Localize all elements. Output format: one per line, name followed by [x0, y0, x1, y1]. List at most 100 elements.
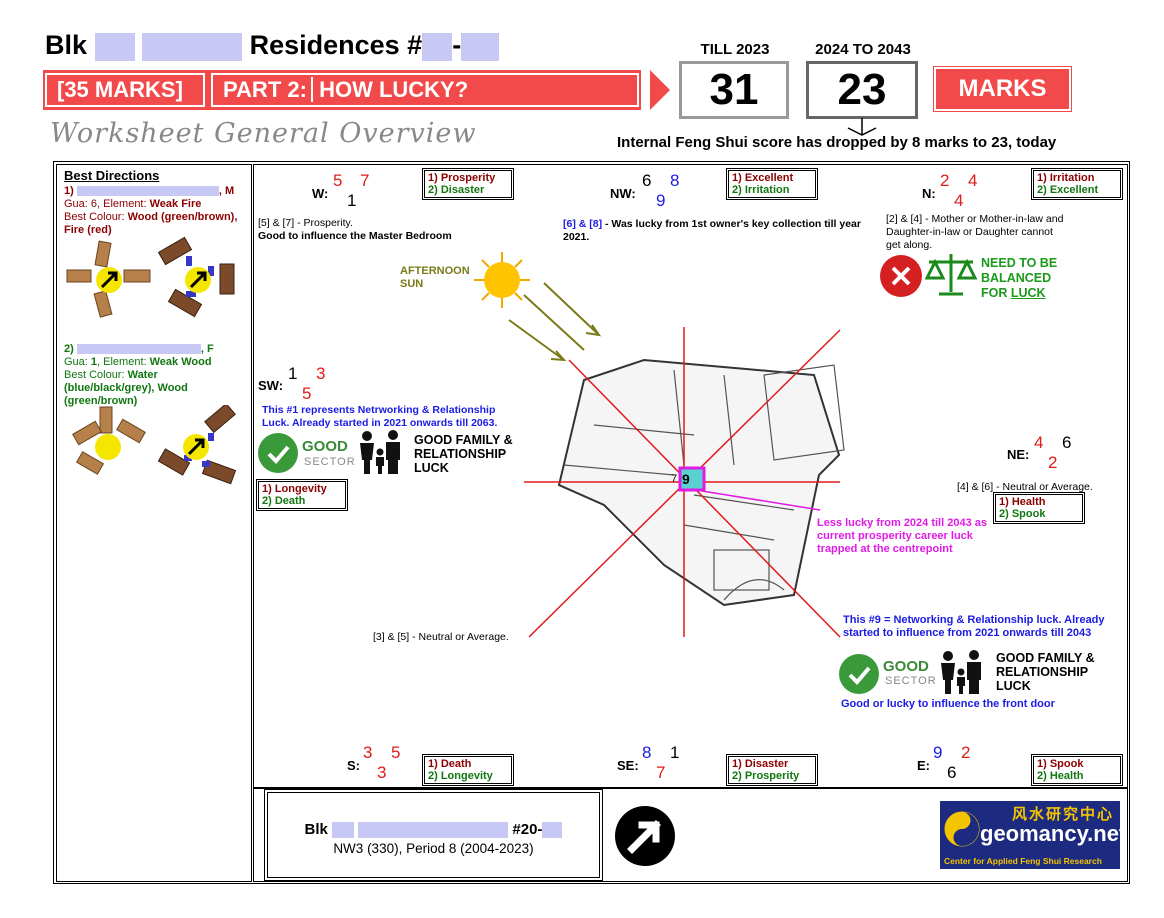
redacted-name [142, 32, 243, 61]
sector-se-n3: 7 [656, 763, 666, 782]
redacted-block [332, 822, 355, 839]
sector-n-n1: 2 [940, 171, 950, 190]
sector-s-n2: 5 [391, 743, 401, 762]
balance-scale-icon [925, 254, 977, 296]
best-directions-heading: Best Directions [64, 168, 160, 183]
center-number: 9 [682, 471, 690, 487]
sector-nw-box: 1) Excellent 2) Irritation [726, 168, 818, 200]
n-note: [2] & [4] - Mother or Mother-in-law and … [886, 213, 1064, 251]
good-check-icon [258, 433, 298, 473]
sector-nw-label: NW: [610, 186, 636, 201]
sw-note: This #1 represents Netrworking & Relatio… [262, 404, 498, 429]
sector-sw-n1: 1 [288, 364, 298, 383]
direction-wheel-icon [72, 406, 146, 475]
good-check-icon [839, 654, 879, 694]
afternoon-sun-label: AFTERNOON SUN [400, 265, 470, 290]
person2: 2) , F Gua: 1, Element: Weak Wood Best C… [64, 343, 248, 408]
sector-s-n3: 3 [377, 763, 387, 782]
sector-nw-n3: 9 [656, 191, 666, 210]
person1-gua: Gua: 6, Element: Weak Fire [64, 198, 202, 210]
marks-label: MARKS [933, 66, 1072, 112]
front-door-note: Good or lucky to influence the front doo… [841, 698, 1055, 710]
floor-plan-diagram [508, 282, 845, 638]
direction-wheel-icon [66, 240, 151, 318]
sector-n-box: 1) Irritation 2) Excellent [1031, 168, 1123, 200]
sector-se-box: 1) Disaster 2) Prosperity [726, 754, 818, 786]
w-note: [5] & [7] - Prosperity. Good to influenc… [258, 217, 452, 242]
sector-nw-n1: 6 [642, 171, 652, 190]
sector-sw-n2: 3 [316, 364, 326, 383]
sector-ne-n3: 2 [1048, 453, 1058, 472]
sector-label: SECTOR [885, 675, 937, 687]
good-family-label: GOOD FAMILY & RELATIONSHIP LUCK [414, 433, 513, 475]
need-balanced-label: NEED TO BE BALANCED FOR LUCK [981, 256, 1058, 300]
redacted-floor [422, 32, 453, 61]
person2-name: 2) , F [64, 343, 214, 355]
person1-colour: Best Colour: Wood (green/brown), Fire (r… [64, 211, 238, 236]
person2-gua: Gua: 1, Element: Weak Wood [64, 356, 212, 368]
sector-ne-box: 1) Health 2) Spook [993, 492, 1085, 524]
score-till-value: 31 [679, 61, 789, 119]
part-title-box: PART 2: HOW LUCKY? [211, 73, 639, 107]
sector-w-box: 1) Prosperity 2) Disaster [422, 168, 514, 200]
address-box: Blk #20- NW3 (330), Period 8 (2004-2023) [264, 789, 603, 881]
sector-ne-label: NE: [1007, 447, 1030, 462]
sector-nw-n2: 8 [670, 171, 680, 190]
down-arrow-icon [847, 118, 877, 136]
sector-n-label: N: [922, 186, 936, 201]
address-line: Blk #20- [268, 821, 599, 839]
worksheet-title: Worksheet General Overview [50, 118, 477, 149]
good-family-label: GOOD FAMILY & RELATIONSHIP LUCK [996, 651, 1095, 693]
geomancy-logo: 风水研究中心 geomancy.net Center for Applied F… [940, 801, 1126, 869]
score-period-label: 2024 TO 2043 [815, 41, 911, 58]
center-side-number: 7 [671, 473, 678, 485]
sector-s-label: S: [347, 758, 360, 773]
sector-s-box: 1) Death 2) Longevity [422, 754, 514, 786]
sector-e-box: 1) Spook 2) Health [1031, 754, 1123, 786]
logo-name: geomancy.net [980, 821, 1127, 846]
logo-subtitle: Center for Applied Feng Shui Research [944, 856, 1102, 866]
footer-panel [253, 788, 1128, 882]
worksheet-frame [53, 161, 1130, 884]
marks-tag: [35 MARKS] [45, 73, 205, 107]
family-icon [360, 430, 400, 474]
sector-e-n2: 2 [961, 743, 971, 762]
score-drop-note: Internal Feng Shui score has dropped by … [617, 134, 1057, 151]
sector-se-n1: 8 [642, 743, 652, 762]
direction-wheel-icon [158, 405, 237, 485]
redacted-name [358, 822, 509, 839]
sector-label: SECTOR [304, 456, 356, 468]
yin-yang-icon [944, 811, 980, 847]
sector-se-label: SE: [617, 758, 639, 773]
banner-arrow-icon [650, 70, 670, 110]
redacted-person2 [76, 344, 201, 355]
facing-arrow-icon [615, 806, 675, 866]
sector-ne-n2: 6 [1062, 433, 1072, 452]
sector-ne-n1: 4 [1034, 433, 1044, 452]
sector-e-label: E: [917, 758, 930, 773]
sector-sw-box: 1) Longevity 2) Death [256, 479, 348, 511]
sector-e-n1: 9 [933, 743, 943, 762]
sun-icon [474, 252, 530, 308]
direction-wheel-icon [157, 236, 235, 318]
nw-note: [6] & [8] - Was lucky from 1st owner's k… [563, 218, 861, 243]
sector-w-n1: 5 [333, 171, 343, 190]
sector-e-n3: 6 [947, 763, 957, 782]
redacted-unit [542, 822, 563, 839]
se-note: This #9 = Networking & Relationship luck… [843, 614, 1105, 639]
facing-info: NW3 (330), Period 8 (2004-2023) [333, 841, 534, 857]
center-note: Less lucky from 2024 till 2043 as curren… [817, 517, 987, 555]
floor-plan-panel [253, 164, 1128, 788]
redacted-block [94, 32, 135, 61]
sector-se-n2: 1 [670, 743, 680, 762]
logo-chinese-text: 风水研究中心 [1011, 806, 1114, 823]
ne-note: [4] & [6] - Neutral or Average. [957, 481, 1093, 493]
sector-w-n3: 1 [347, 191, 357, 210]
sector-sw-n3: 5 [302, 384, 312, 403]
person1-name: 1) , M [64, 185, 235, 197]
sector-w-label: W: [312, 186, 329, 201]
best-directions: Best Directions 1) , M Gua: 6, Element: … [64, 168, 248, 237]
family-icon [941, 650, 981, 694]
person2-colour: Best Colour: Water (blue/black/grey), Wo… [64, 369, 188, 407]
best-directions-panel [56, 164, 252, 882]
